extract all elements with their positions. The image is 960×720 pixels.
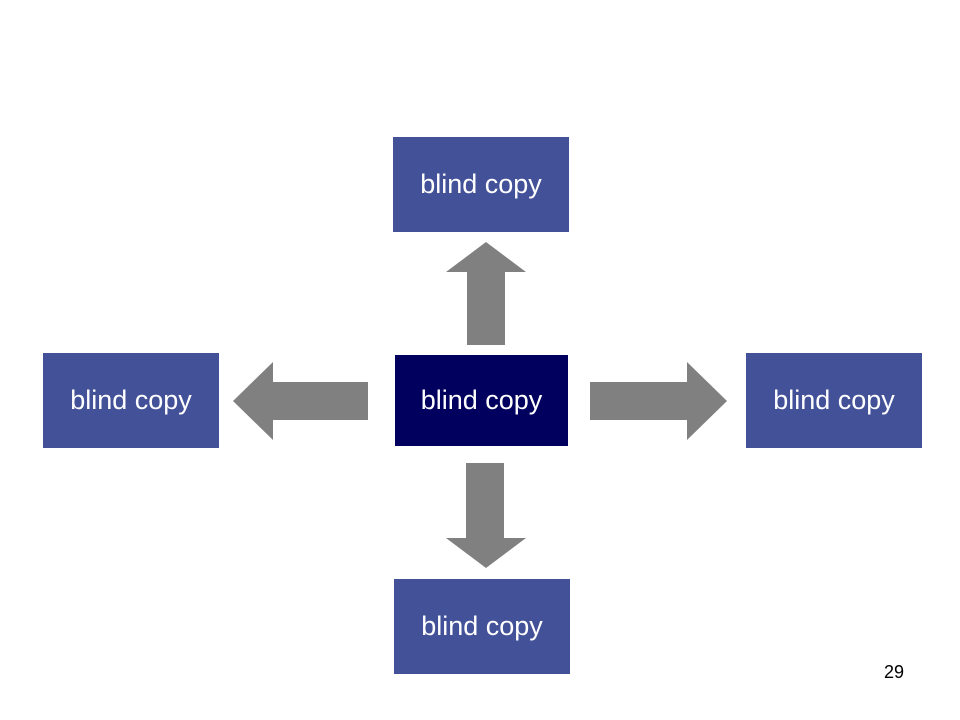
box-top: blind copy: [393, 137, 569, 232]
box-center-label: blind copy: [420, 385, 543, 415]
box-bottom: blind copy: [394, 579, 570, 674]
box-right: blind copy: [746, 353, 922, 448]
box-left-label: blind copy: [70, 385, 192, 415]
box-right-label: blind copy: [773, 385, 895, 415]
box-top-label: blind copy: [420, 169, 542, 199]
arrow-up: [446, 242, 526, 345]
box-center: blind copy: [395, 355, 568, 446]
arrow-left: [233, 362, 368, 440]
box-bottom-label: blind copy: [421, 611, 543, 641]
arrow-down: [446, 463, 526, 568]
box-left: blind copy: [43, 353, 219, 448]
arrow-right: [590, 362, 727, 440]
page-number: 29: [883, 662, 904, 682]
